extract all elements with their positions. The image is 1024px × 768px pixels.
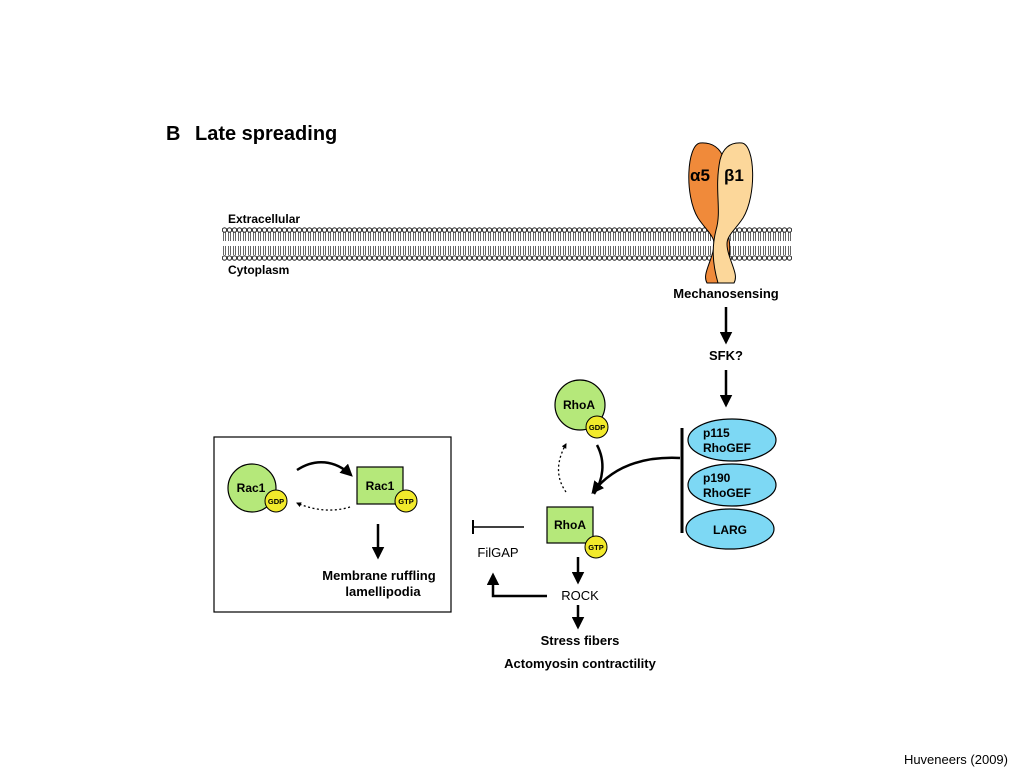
arrow-gefs-to-rhoa	[591, 456, 681, 494]
lamellipodia-label: lamellipodia	[345, 584, 421, 599]
lipid-bilayer	[222, 227, 792, 261]
arrow-rhoa-activation	[592, 444, 604, 495]
beta1-label: β1	[724, 166, 744, 185]
arrow-rhoa-inactivation	[557, 443, 567, 493]
gef-p190-line1: p190	[703, 471, 731, 485]
actomyosin-label: Actomyosin contractility	[504, 656, 656, 671]
citation: Huveneers (2009)	[904, 752, 1008, 767]
gef-p190-rhogef: p190 RhoGEF	[687, 463, 777, 507]
gef-p190-line2: RhoGEF	[703, 486, 751, 500]
gef-p115-line2: RhoGEF	[703, 441, 751, 455]
arrow-rock-to-filgap	[486, 572, 547, 598]
rhoa-gdp-label: RhoA	[563, 398, 595, 412]
rhoa-gtp: RhoA GTP	[546, 506, 608, 559]
panel-letter: B	[166, 123, 180, 145]
cytoplasm-label: Cytoplasm	[228, 263, 289, 277]
rhoa-gtp-nucleotide: GTP	[588, 543, 603, 552]
rac1-gtp-nucleotide: GTP	[398, 497, 413, 506]
rac1-box	[213, 436, 452, 613]
rac1-gtp-label: Rac1	[366, 479, 395, 493]
integrin-receptor: α5 β1	[688, 142, 754, 284]
rac1-gtp: Rac1 GTP	[356, 466, 418, 513]
sfk-label: SFK?	[709, 348, 743, 363]
gef-p115-rhogef: p115 RhoGEF	[687, 418, 777, 462]
mechanosensing-label: Mechanosensing	[673, 286, 779, 301]
gef-p115-line1: p115	[703, 426, 730, 440]
gef-larg: LARG	[685, 508, 775, 550]
rac1-gdp: Rac1 GDP	[227, 463, 288, 513]
arrow-rac1-activation	[296, 461, 353, 477]
rock-label: ROCK	[561, 588, 599, 603]
rhoa-gdp-nucleotide: GDP	[589, 423, 605, 432]
rhoa-gdp: RhoA GDP	[554, 379, 609, 439]
rac1-gdp-nucleotide: GDP	[268, 497, 284, 506]
gef-larg-label: LARG	[713, 523, 747, 537]
integrin-beta1-subunit	[712, 142, 754, 284]
rac1-gdp-label: Rac1	[237, 481, 266, 495]
alpha5-label: α5	[690, 166, 710, 185]
arrow-rac1-inactivation	[296, 502, 351, 511]
rhoa-gtp-label: RhoA	[554, 518, 586, 532]
extracellular-label: Extracellular	[228, 212, 300, 226]
membrane-ruffling-label: Membrane ruffling	[322, 568, 435, 583]
stress-fibers-label: Stress fibers	[541, 633, 620, 648]
filgap-label: FilGAP	[477, 545, 518, 560]
figure-title: Late spreading	[195, 123, 337, 145]
